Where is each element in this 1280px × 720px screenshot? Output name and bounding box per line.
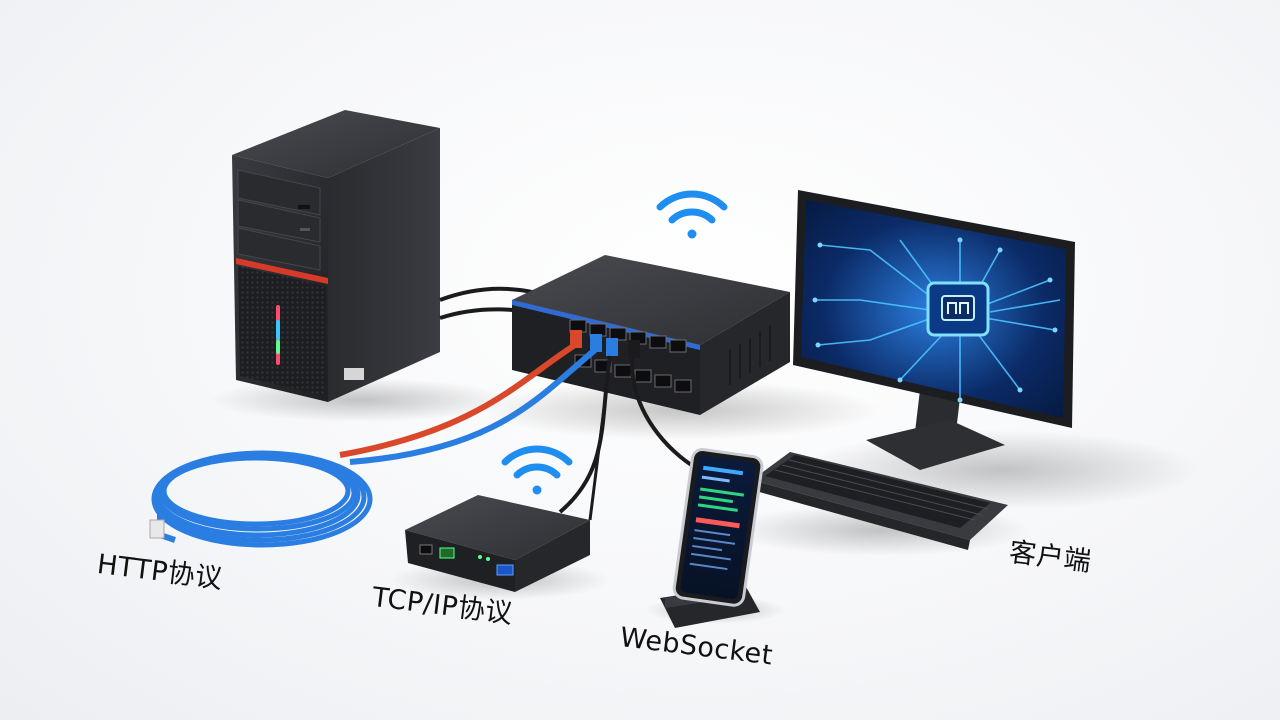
monitor xyxy=(793,190,1075,470)
wifi-icon xyxy=(656,190,728,239)
keyboard xyxy=(752,452,1008,550)
rj45-plug xyxy=(149,519,165,539)
wifi-icon xyxy=(501,445,573,495)
router-box xyxy=(405,495,590,592)
network-switch xyxy=(512,255,790,415)
server-tower xyxy=(232,110,440,402)
smartphone xyxy=(660,448,764,628)
cable-coil xyxy=(151,450,373,548)
